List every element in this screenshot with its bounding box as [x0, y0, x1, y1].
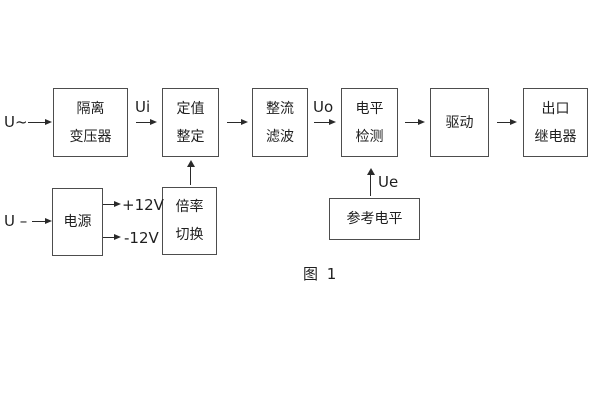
block-label-line: 继电器 [534, 128, 577, 145]
signal-ui-label: Ui [135, 98, 151, 116]
rail-pos12-label: +12V [122, 196, 164, 214]
block-label-line: 定值 [176, 100, 205, 117]
arrow-setting-to-rectifier [227, 119, 248, 125]
block-label-line: 电源 [63, 214, 92, 230]
arrow-transformer-to-setting [136, 119, 157, 125]
block-label-line: 整定 [176, 128, 205, 145]
block-power-supply: 电源 [52, 188, 103, 256]
arrow-power-to-neg12 [103, 234, 121, 240]
figure-caption: 图 1 [303, 265, 339, 283]
block-output-relay: 出口 继电器 [523, 88, 588, 157]
input-dc-label: U – [4, 212, 28, 230]
arrow-power-to-pos12 [103, 201, 121, 207]
signal-uo-label: Uo [313, 98, 334, 116]
block-label-line: 出口 [541, 100, 570, 117]
block-label-line: 驱动 [445, 114, 474, 131]
block-label-line: 变压器 [69, 128, 112, 145]
arrow-uac-to-transformer [28, 119, 52, 125]
arrow-reference-to-level [366, 168, 375, 196]
arrow-ratio-to-setting [186, 160, 195, 185]
block-label-line: 电平 [355, 100, 384, 117]
arrow-level-to-driver [405, 119, 425, 125]
signal-ue-label: Ue [378, 173, 399, 191]
block-ratio-switch: 倍率 切换 [162, 187, 217, 255]
block-driver: 驱动 [430, 88, 489, 157]
block-label-line: 整流 [266, 100, 294, 117]
block-label-line: 隔离 [76, 100, 105, 117]
block-reference-level: 参考电平 [329, 198, 420, 240]
block-rectifier-filter: 整流 滤波 [252, 88, 308, 157]
arrow-udc-to-power [32, 218, 52, 224]
arrow-driver-to-relay [497, 119, 517, 125]
arrow-rectifier-to-level [314, 119, 336, 125]
rail-neg12-label: -12V [124, 229, 159, 247]
block-isolation-transformer: 隔离 变压器 [53, 88, 128, 157]
block-level-detection: 电平 检测 [341, 88, 398, 157]
block-value-setting: 定值 整定 [162, 88, 219, 157]
block-label-line: 切换 [175, 227, 204, 243]
block-label-line: 参考电平 [346, 211, 403, 227]
block-label-line: 倍率 [175, 199, 204, 215]
input-ac-label: U~ [4, 113, 28, 131]
block-label-line: 检测 [355, 128, 384, 145]
block-label-line: 滤波 [266, 128, 294, 145]
